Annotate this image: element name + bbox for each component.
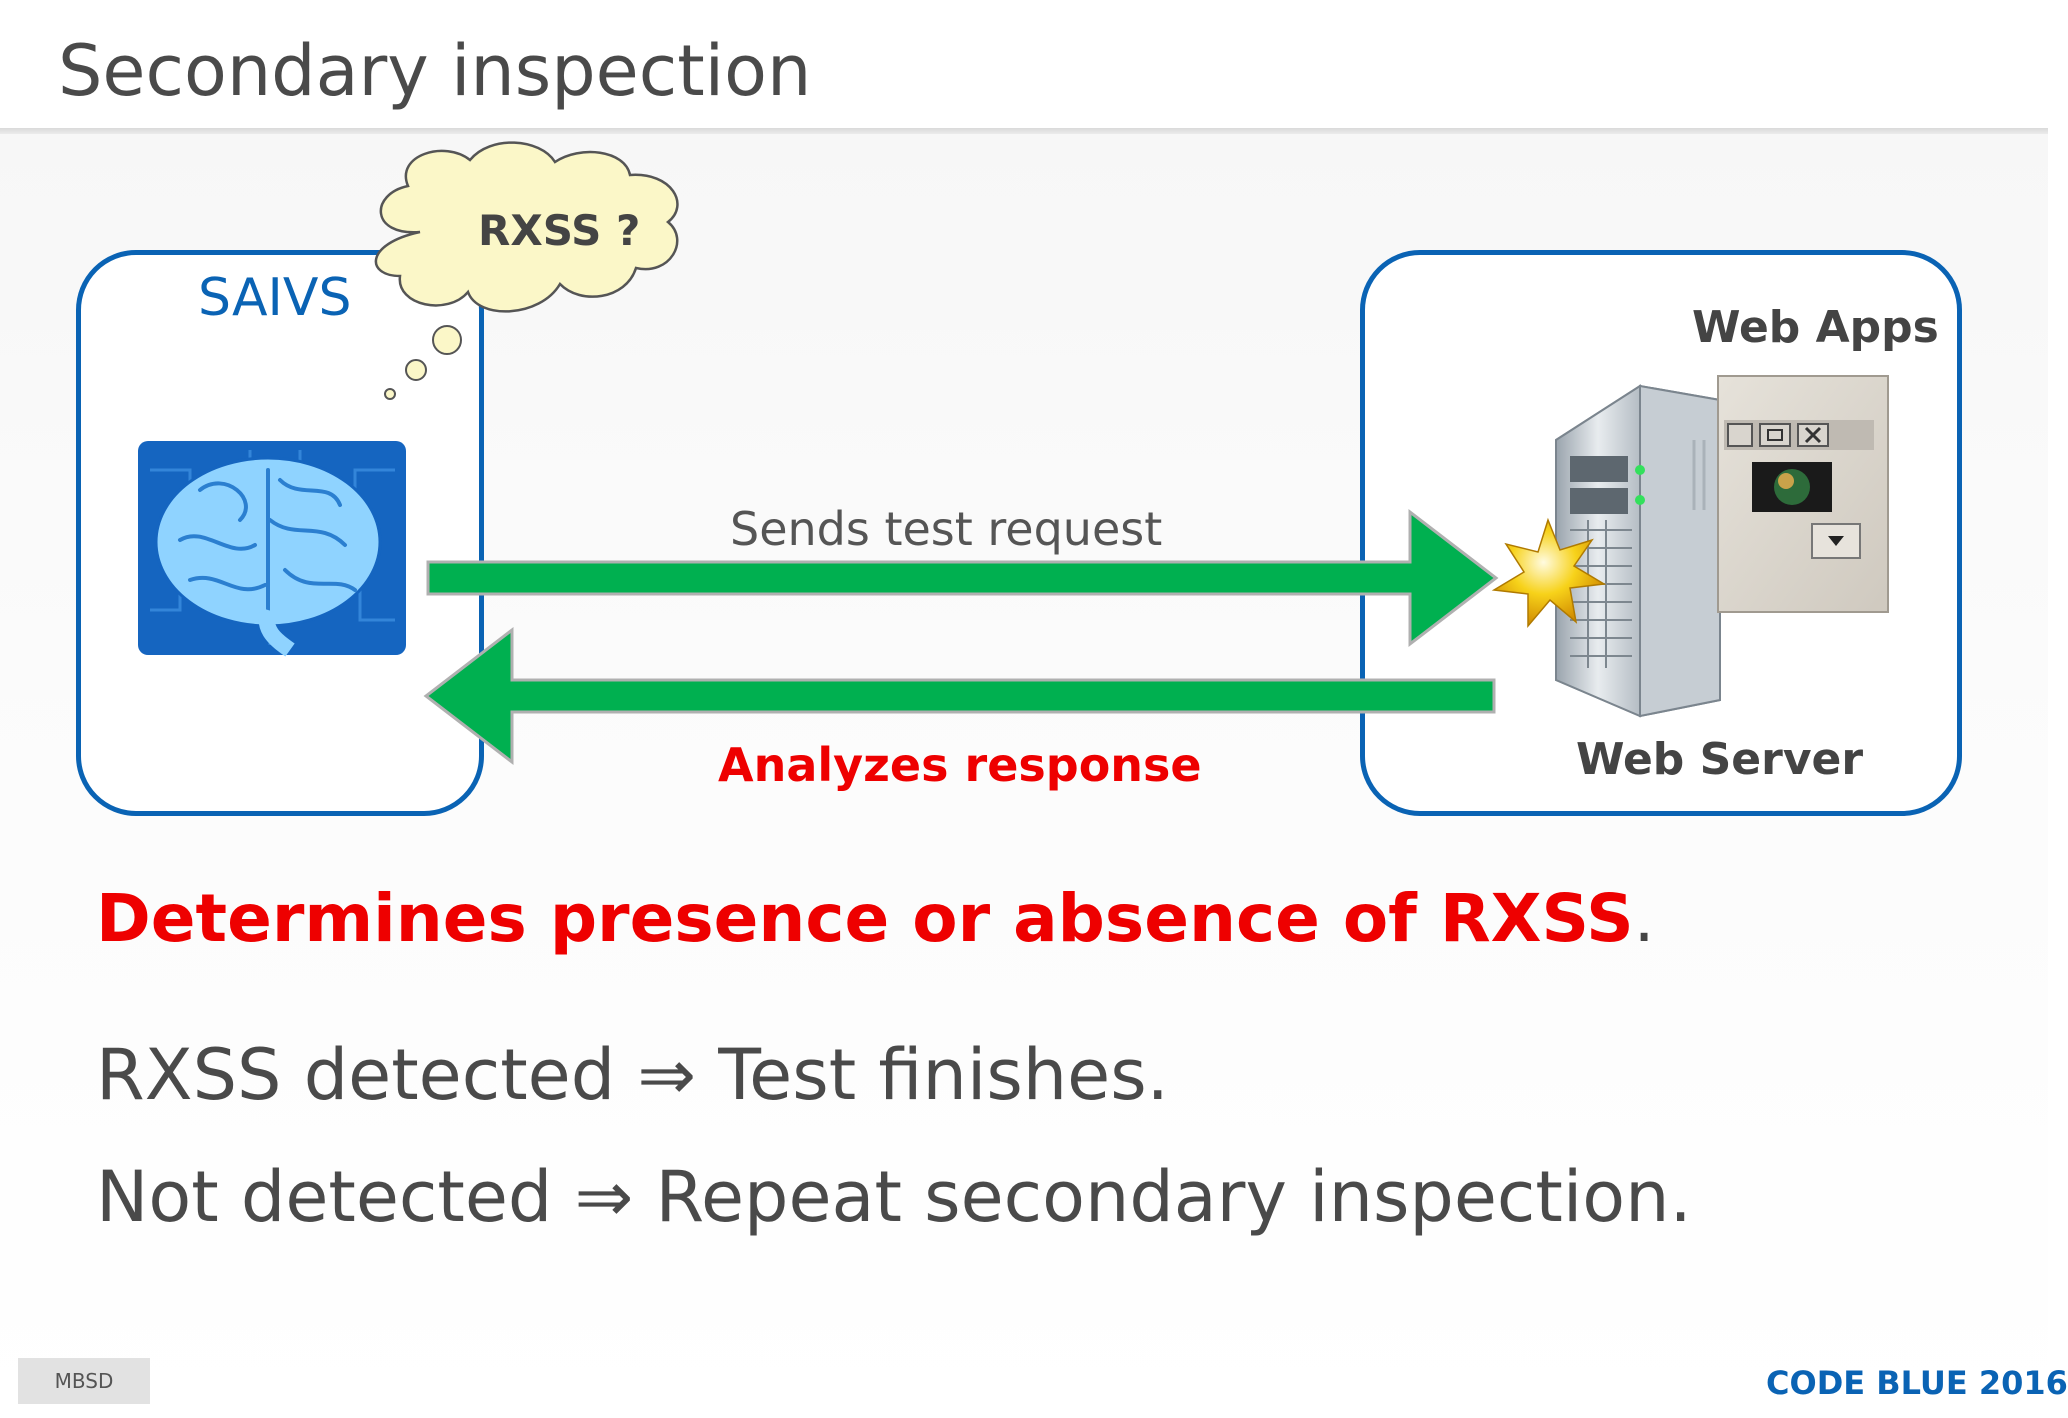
app-window-icon xyxy=(1717,375,1889,613)
saivs-label: SAIVS xyxy=(198,268,352,328)
thought-bubble-text: RXSS ? xyxy=(478,206,641,255)
burst-star-icon xyxy=(1491,517,1607,629)
title-divider xyxy=(0,128,2048,134)
conclusion-headline-text: Determines presence or absence of RXSS xyxy=(96,880,1634,957)
footer-mbsd-tag: MBSD xyxy=(18,1358,150,1404)
footer-event-name: CODE BLUE 2016 xyxy=(1766,1364,2068,1402)
request-arrow xyxy=(426,508,1499,648)
result-line-detected: RXSS detected ⇒ Test finishes. xyxy=(96,1034,1169,1116)
brain-circuit-icon xyxy=(138,441,406,657)
web-apps-label: Web Apps xyxy=(1692,302,1939,353)
conclusion-headline: Determines presence or absence of RXSS. xyxy=(96,880,1655,957)
result-line-not-detected: Not detected ⇒ Repeat secondary inspecti… xyxy=(96,1156,1692,1238)
conclusion-headline-period: . xyxy=(1633,880,1655,957)
request-arrow-label: Sends test request xyxy=(730,502,1163,556)
web-server-label: Web Server xyxy=(1576,734,1864,785)
web-server-icon xyxy=(1555,384,1721,718)
response-arrow xyxy=(423,626,1496,766)
thought-bubble-icon xyxy=(374,141,679,400)
slide-title: Secondary inspection xyxy=(58,30,812,112)
response-arrow-label: Analyzes response xyxy=(718,738,1202,792)
